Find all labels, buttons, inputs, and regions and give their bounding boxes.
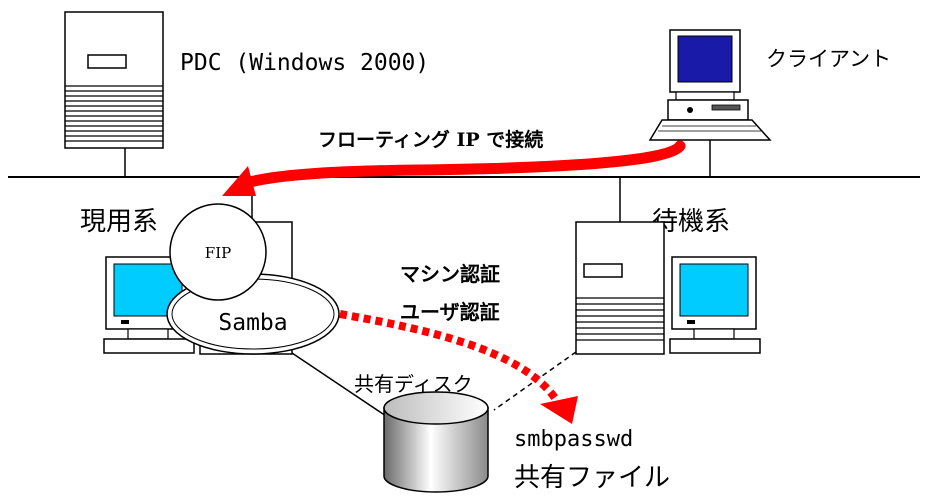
floating-ip-arrowhead [222,166,256,196]
auth-dotted-arrowhead [540,396,578,424]
client-workstation-icon [648,29,772,141]
standby-monitor-icon [669,256,761,354]
standby-server-icon [575,221,665,355]
standby-label: 待機系 [652,207,730,237]
active-to-disk-line [291,352,393,421]
pdc-label: PDC (Windows 2000) [180,50,429,76]
pdc-server-icon [64,11,164,149]
floating-ip-arrow [244,140,686,188]
samba-label: Samba [218,310,287,336]
user-auth-label: ユーザ認証 [400,300,500,324]
shared-file-label: 共有ファイル [514,463,670,493]
fip-circle [169,203,267,301]
shared-disk-icon [383,391,489,493]
client-label: クライアント [766,47,891,71]
standby-to-disk-line [493,351,577,411]
shared-disk-label: 共有ディスク [354,372,473,396]
fip-label: FIP [205,244,231,262]
smbpasswd-label: smbpasswd [514,427,633,452]
active-label: 現用系 [80,207,158,237]
machine-auth-label: マシン認証 [400,262,500,286]
floating-ip-label: フローティング IP で接続 [318,128,543,151]
